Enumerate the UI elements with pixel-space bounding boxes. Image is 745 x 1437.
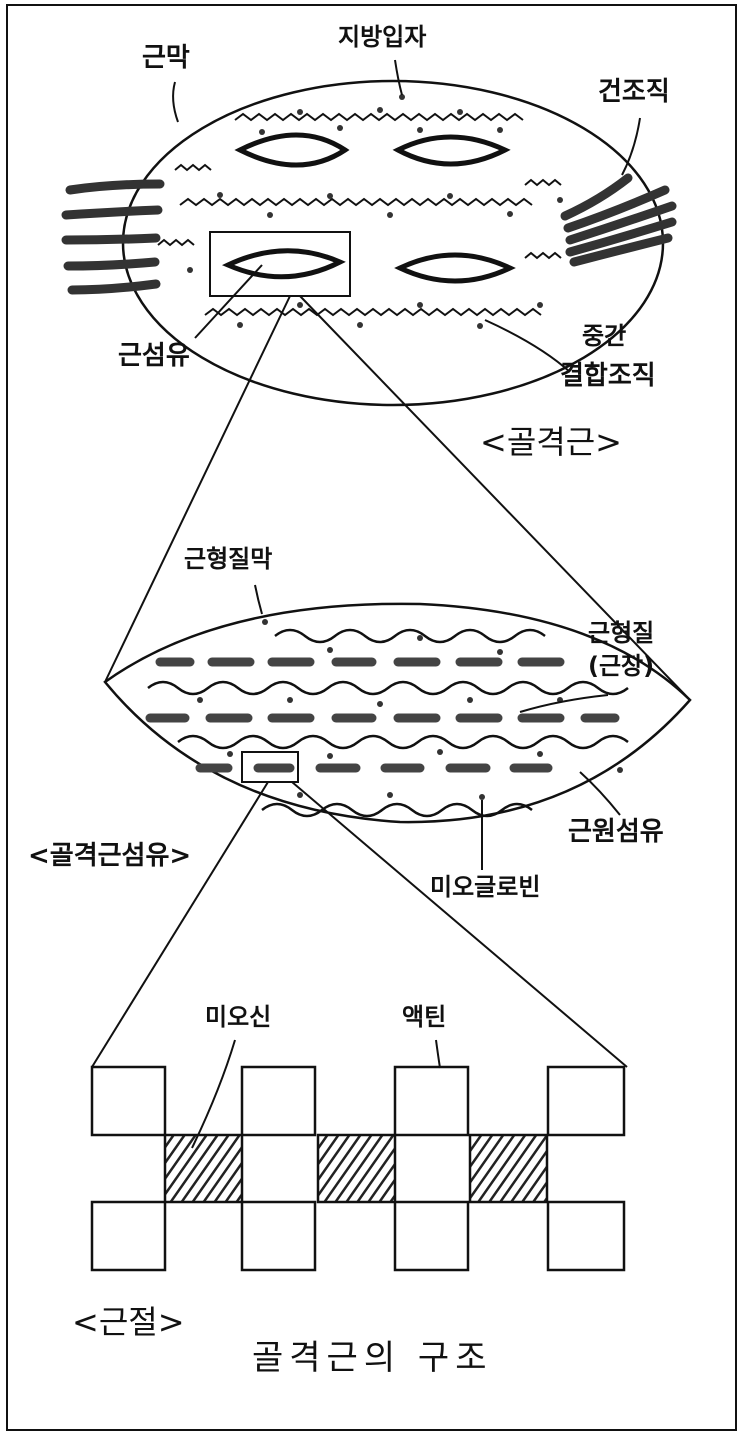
actin-box [240,1200,317,1272]
leader-lines-middle [254,584,621,870]
actin-box [240,1065,317,1137]
myosin-box [468,1133,549,1204]
skeletal-muscle-section [61,59,677,407]
actin-box [90,1200,167,1272]
label-myoglobin: 미오글로빈 [430,873,541,901]
fiber-outline [103,602,692,824]
label-fat-particle: 지방입자 [338,23,427,51]
myosin-box [163,1133,244,1204]
myosin-box [316,1133,397,1204]
fiber-1 [234,132,350,168]
label-myofibril: 근원섬유 [568,817,664,847]
fiber-4 [394,252,516,284]
figure-title: 골격근의 구조 [252,1338,493,1378]
actin-box [546,1065,626,1137]
tendon-left [61,179,165,295]
tendon-right [560,173,677,267]
label-sarcolemma: 근형질막 [184,545,273,573]
caption-skeletal-fiber: <골격근섬유> [28,841,192,871]
label-tendon-tissue: 건조직 [598,77,670,107]
myoglobin-dots [197,619,623,800]
fiber-2 [392,134,511,167]
actin-box [393,1065,470,1137]
caption-skeletal-muscle: <골격근> [480,423,622,461]
label-intermediate-connective-1: 중간 [582,322,627,350]
label-sarcoplasm-1: 근형질 [588,619,655,647]
projection-lines-2 [91,781,628,1068]
label-intermediate-connective-2: 결합조직 [560,361,656,391]
muscle-outline [121,79,665,407]
fat-particle-dots [187,94,563,329]
myofibril-dashes [145,657,620,773]
connective-zigzags [157,112,562,317]
actin-box [90,1065,167,1137]
fiber-3 [221,248,346,280]
projection-lines-1 [104,295,691,701]
skeletal-fiber-section [103,584,692,870]
label-muscle-fiber: 근섬유 [118,341,190,371]
leader-lines-bottom [191,1039,441,1149]
figure-frame [6,4,737,1431]
caption-sarcomere: <근절> [72,1303,185,1341]
label-sarcoplasm-2: (근장) [588,652,655,680]
label-myosin: 미오신 [205,1003,272,1031]
leader-lines-top [172,59,641,373]
zoom-box-muscle [209,231,351,297]
actin-box [393,1200,470,1272]
sarcoplasm-waves [147,628,629,818]
sarcomere-section [90,1039,626,1272]
label-actin: 액틴 [402,1003,447,1031]
actin-box [546,1200,626,1272]
label-muscle-membrane: 근막 [142,43,190,73]
zoom-box-fiber [241,751,299,783]
